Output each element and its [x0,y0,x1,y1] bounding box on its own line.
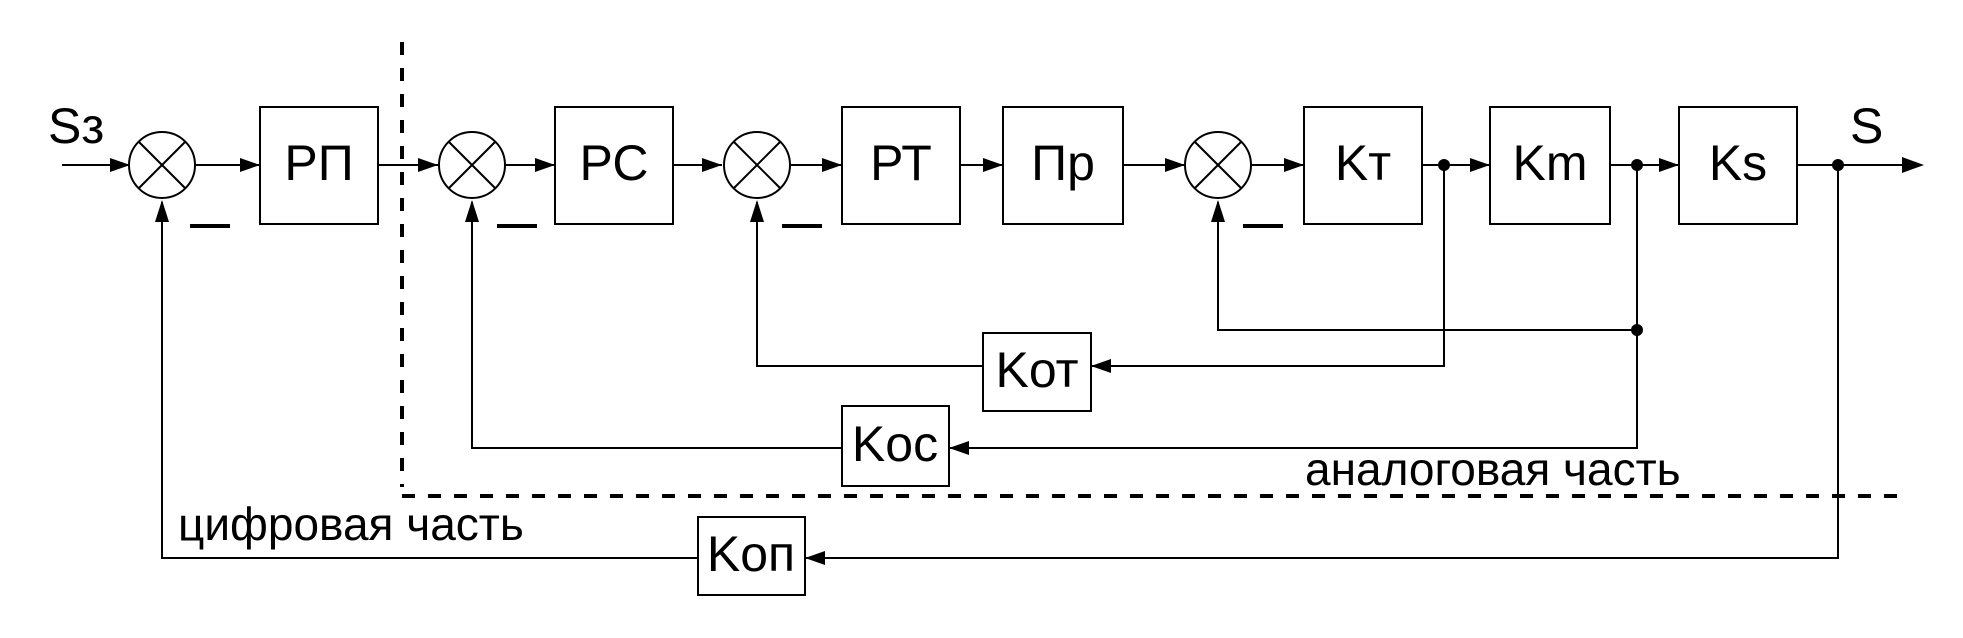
digital-part-caption: цифровая часть [178,498,524,550]
block-kop-label: Kоп [707,526,795,582]
summing-junction-3 [723,131,822,228]
block-rp: РП [259,106,379,225]
input-signal-label: Sз [48,98,104,154]
summing-junction-2 [438,131,537,228]
block-rs: РС [554,106,674,225]
summing-junction-1 [128,131,230,228]
block-pr: Пр [1002,106,1124,225]
block-rt-label: РТ [870,135,932,191]
block-kt-label: Kт [1335,135,1391,191]
feedback-paths [161,165,1839,559]
block-pr-label: Пр [1031,135,1095,191]
block-kop: Kоп [697,516,806,596]
block-kos: Kос [841,405,950,487]
block-rt: РТ [841,106,961,225]
block-kos-label: Kос [852,416,938,472]
block-rp-label: РП [284,135,353,191]
block-km-label: Km [1513,135,1588,191]
analog-part-caption: аналоговая часть [1305,443,1681,495]
block-km: Km [1489,106,1611,225]
output-signal-label: S [1850,98,1883,154]
block-kt: Kт [1303,106,1423,225]
summing-junction-4 [1184,131,1283,228]
block-ks: Ks [1678,106,1798,225]
block-ks-label: Ks [1709,135,1767,191]
block-rs-label: РС [580,135,649,191]
junction-dots [1438,159,1844,336]
arrowheads [110,157,1924,565]
block-kot: Kот [982,332,1092,412]
block-kot-label: Kот [996,342,1079,398]
